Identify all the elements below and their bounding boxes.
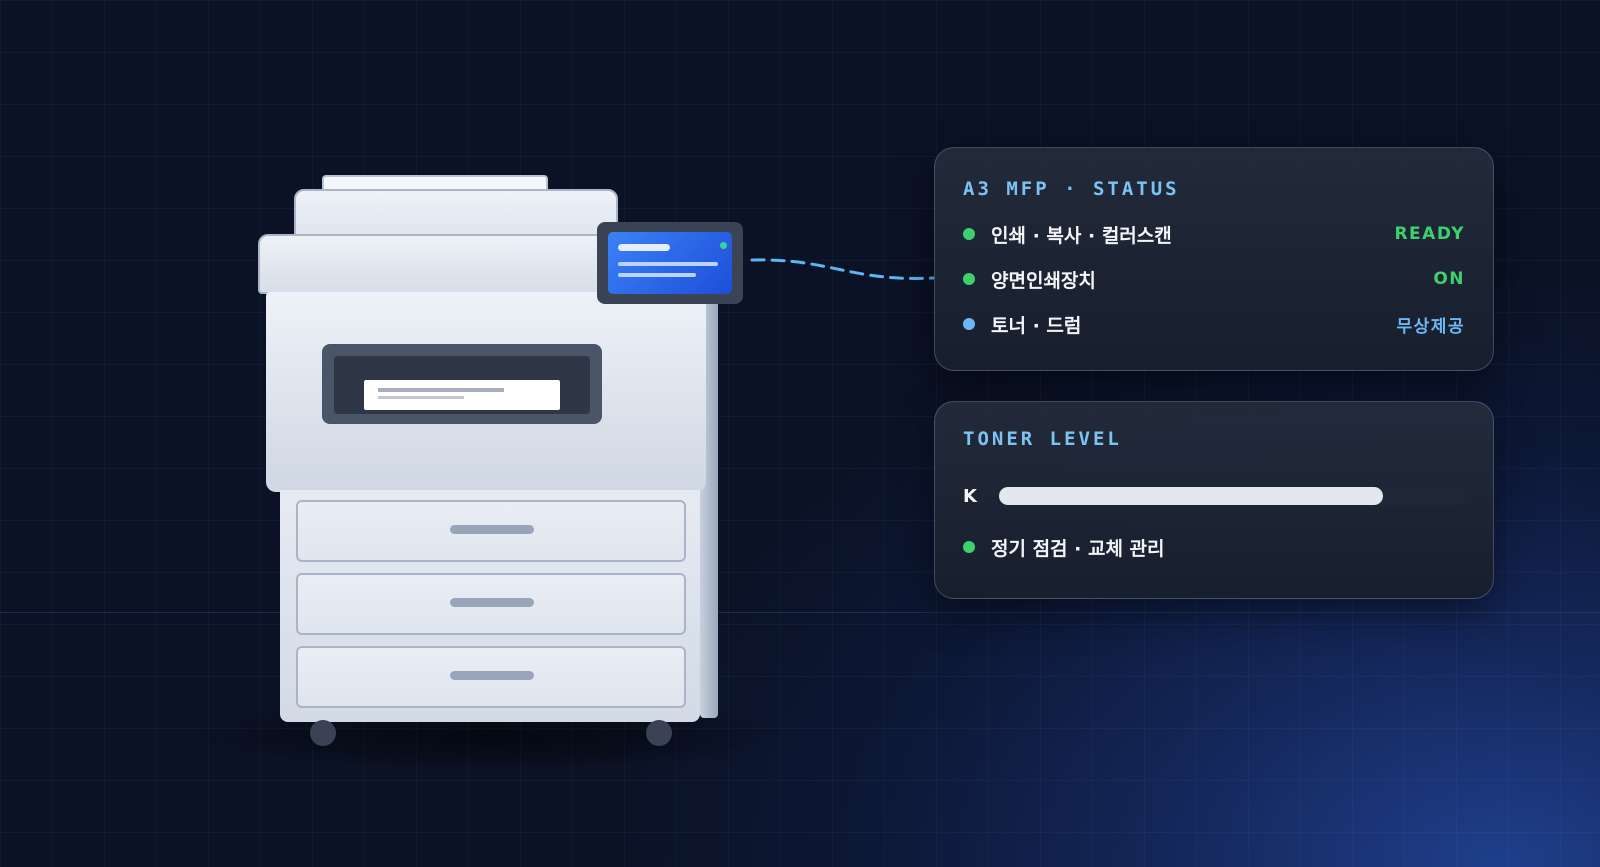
screen-line bbox=[618, 244, 670, 251]
screen-line bbox=[618, 273, 696, 277]
status-row-duplex: 양면인쇄장치 ON bbox=[963, 264, 1465, 294]
status-row-print: 인쇄 · 복사 · 컬러스캔 READY bbox=[963, 219, 1465, 249]
note-dot bbox=[963, 541, 975, 553]
status-row-value: READY bbox=[1394, 224, 1465, 244]
horizon-line bbox=[0, 612, 1600, 613]
toner-card: TONER LEVEL K 정기 점검 · 교체 관리 bbox=[934, 401, 1494, 599]
screen-status-dot bbox=[720, 242, 727, 249]
status-dot bbox=[963, 318, 975, 330]
toner-card-title: TONER LEVEL bbox=[963, 428, 1122, 450]
printer-illustration bbox=[0, 0, 760, 760]
status-row-label: 인쇄 · 복사 · 컬러스캔 bbox=[991, 224, 1172, 247]
toner-level-fill bbox=[999, 487, 1383, 505]
status-card: A3 MFP · STATUS 인쇄 · 복사 · 컬러스캔 READY 양면인… bbox=[934, 147, 1494, 371]
toner-channel-label: K bbox=[963, 486, 977, 507]
status-row-toner: 토너 · 드럼 무상제공 bbox=[963, 309, 1465, 339]
status-card-title: A3 MFP · STATUS bbox=[963, 178, 1180, 200]
output-paper bbox=[364, 380, 560, 410]
status-row-label: 토너 · 드럼 bbox=[991, 314, 1082, 337]
screen-line bbox=[618, 262, 718, 266]
status-dot bbox=[963, 228, 975, 240]
status-dot bbox=[963, 273, 975, 285]
status-row-value: 무상제공 bbox=[1396, 316, 1465, 337]
paper-line bbox=[378, 396, 464, 399]
wheel-left bbox=[310, 720, 336, 746]
status-row-label: 양면인쇄장치 bbox=[991, 269, 1096, 292]
drawer-handle bbox=[450, 598, 534, 607]
paper-line bbox=[378, 388, 504, 392]
drawer-handle bbox=[450, 671, 534, 680]
maintenance-note-label: 정기 점검 · 교체 관리 bbox=[991, 537, 1165, 560]
drawer-handle bbox=[450, 525, 534, 534]
maintenance-note: 정기 점검 · 교체 관리 bbox=[963, 532, 1165, 562]
toner-level-bar bbox=[999, 487, 1467, 505]
wheel-right bbox=[646, 720, 672, 746]
status-row-value: ON bbox=[1433, 269, 1465, 289]
